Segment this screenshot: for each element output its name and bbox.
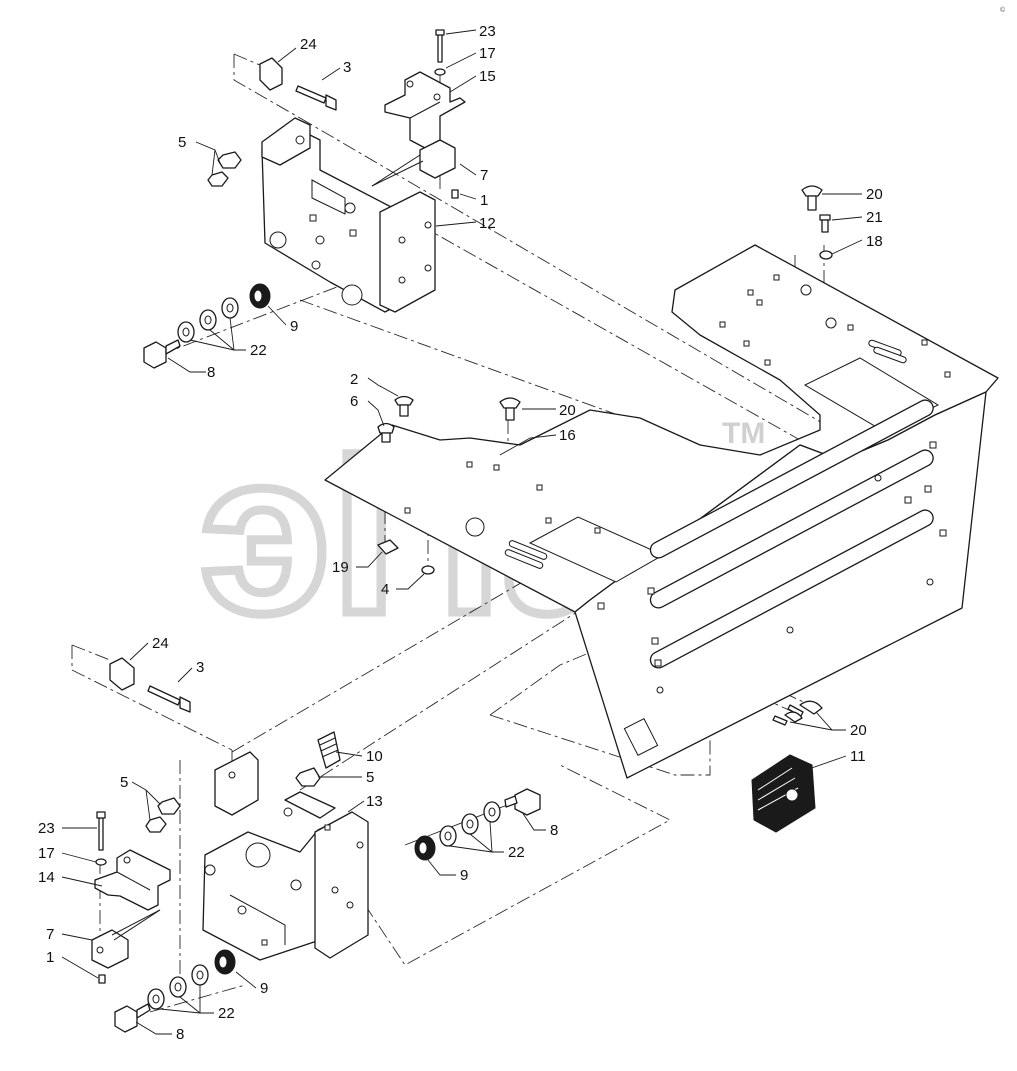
- callout-label: 24: [300, 36, 317, 53]
- callout-label: 15: [479, 68, 496, 85]
- callout-label: 14: [38, 869, 55, 886]
- callout-labels: 24 3 23 17 15 5 7 1 12 20 21 18 9 22 8 2…: [38, 23, 883, 1043]
- callout-label: 21: [866, 209, 883, 226]
- switch-bracket-14: [94, 849, 171, 911]
- callout-label: 12: [479, 215, 496, 232]
- upper-bracket-12: [261, 117, 436, 313]
- corner-mark: ©: [1000, 6, 1006, 14]
- callout-label: 20: [559, 402, 576, 419]
- callout-label: 2: [350, 371, 358, 388]
- callout-label: 13: [366, 793, 383, 810]
- callout-label: 8: [207, 364, 215, 381]
- callout-label: 20: [850, 722, 867, 739]
- callout-label: 4: [381, 581, 389, 598]
- callout-label: 24: [152, 635, 169, 652]
- callout-label: 7: [480, 167, 488, 184]
- callout-label: 23: [38, 820, 55, 837]
- callout-label: 10: [366, 748, 383, 765]
- callout-label: 23: [479, 23, 496, 40]
- callout-label: 5: [366, 769, 374, 786]
- callout-label: 9: [290, 318, 298, 335]
- sensor-7-bottom: [91, 909, 161, 969]
- callout-label: 22: [250, 342, 267, 359]
- callout-label: 19: [332, 559, 349, 576]
- watermark-trademark: TM: [722, 417, 765, 450]
- main-plate-16: [324, 244, 999, 779]
- callout-label: 17: [38, 845, 55, 862]
- upper-hardware: [143, 29, 833, 369]
- callout-label: 20: [866, 186, 883, 203]
- plate-hardware: [377, 395, 823, 726]
- callout-label: 22: [508, 844, 525, 861]
- callout-label: 22: [218, 1005, 235, 1022]
- callout-label: 17: [479, 45, 496, 62]
- lower-hardware: [95, 657, 541, 1033]
- callout-label: 8: [176, 1026, 184, 1043]
- callout-label: 3: [343, 59, 351, 76]
- callout-label: 1: [480, 192, 488, 209]
- callout-label: 5: [120, 774, 128, 791]
- callout-label: 11: [850, 748, 866, 765]
- rubber-pad-11: [751, 754, 816, 833]
- leader-lines: [61, 29, 863, 1035]
- callout-label: 1: [46, 949, 54, 966]
- callout-label: 5: [178, 134, 186, 151]
- callout-label: 3: [196, 659, 204, 676]
- callout-label: 6: [350, 393, 358, 410]
- callout-label: 7: [46, 926, 54, 943]
- lower-bracket-13: [202, 751, 369, 961]
- switch-bracket-15: [384, 71, 466, 149]
- callout-label: 8: [550, 822, 558, 839]
- callout-label: 18: [866, 233, 883, 250]
- sensor-7-top: [371, 139, 456, 187]
- callout-label: 9: [260, 980, 268, 997]
- callout-label: 16: [559, 427, 576, 444]
- callout-label: 9: [460, 867, 468, 884]
